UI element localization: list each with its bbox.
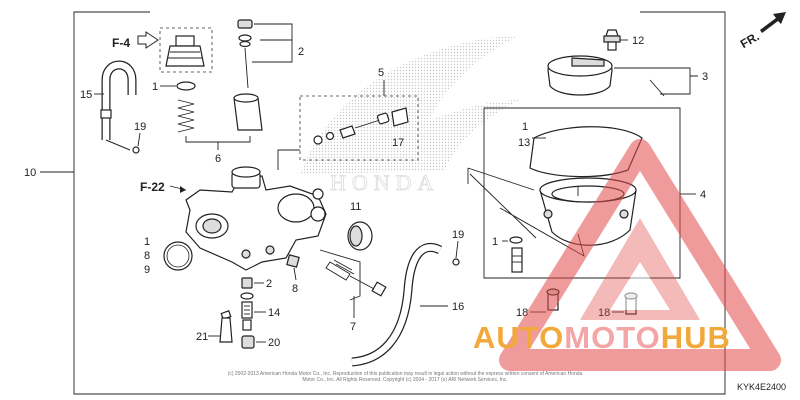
callout-18-right: 18	[598, 307, 610, 319]
o-ring-part	[163, 241, 193, 271]
callout-13: 13	[518, 137, 530, 149]
callout-10: 10	[24, 167, 36, 179]
callout-6: 6	[215, 153, 221, 165]
carburetor-body	[185, 166, 327, 271]
f4-label: F-4	[112, 36, 130, 50]
drain-screw-part	[511, 247, 523, 273]
air-screw-part	[313, 107, 409, 145]
throttle-valve-part	[233, 93, 263, 131]
watermark-text: AUTOMOTOHUB	[473, 322, 731, 353]
callout-21: 21	[196, 331, 208, 343]
callout-16: 16	[452, 301, 464, 313]
screw-part	[603, 29, 621, 51]
honda-wing-logo: HONDA	[300, 35, 520, 195]
callout-1-top: 1	[152, 81, 158, 93]
callout-1-left: 1	[144, 236, 150, 248]
callout-19-left: 19	[134, 121, 146, 133]
hose-clip-part-right	[452, 258, 460, 266]
diagram-code: KYK4E2400	[736, 382, 786, 392]
callout-20: 20	[268, 337, 280, 349]
watermark-part-hub: HUB	[660, 320, 731, 355]
jet-needle-part	[237, 19, 253, 89]
callout-4: 4	[700, 189, 706, 201]
air-screw-group-box	[299, 95, 419, 161]
watermark-part-auto: AUTO	[473, 320, 565, 355]
copyright-notice: (c) 2002-2013 American Honda Motor Co., …	[227, 371, 583, 383]
f22-label: F-22	[140, 180, 165, 194]
watermark-part-moto: MOTO	[564, 320, 661, 355]
main-jet-parts	[219, 277, 255, 349]
watermark-logo	[499, 139, 781, 371]
callout-17: 17	[392, 137, 404, 149]
washer-part	[176, 81, 196, 91]
callout-14: 14	[268, 307, 280, 319]
callout-5: 5	[378, 67, 384, 79]
front-direction-arrow: FR.	[738, 12, 786, 51]
float-chamber-bracket	[483, 107, 681, 279]
drain-hose-part	[351, 243, 443, 367]
callout-1-gasket: 1	[522, 121, 528, 133]
throttle-stop-screw-part	[325, 259, 387, 297]
f22-reference-arrow: F-22	[140, 180, 187, 194]
callout-2-lower: 2	[266, 278, 272, 290]
float-cap-group-box	[159, 27, 213, 73]
callout-7: 7	[350, 321, 356, 333]
f4-reference-arrow: F-4	[112, 31, 159, 50]
drain-cap-part	[347, 221, 373, 251]
fastener-part	[286, 254, 300, 268]
callout-8-left: 8	[144, 250, 150, 262]
callout-1-right: 1	[492, 236, 498, 248]
honda-logo-text: HONDA	[330, 170, 439, 195]
hose-clip-part	[132, 146, 140, 154]
fuel-hose-part	[100, 60, 137, 151]
callout-9-left: 9	[144, 264, 150, 276]
top-cover-part	[547, 55, 665, 97]
fr-label: FR.	[738, 29, 762, 51]
callout-15: 15	[80, 89, 92, 101]
callout-19-right: 19	[452, 229, 464, 241]
washer-part-right	[509, 236, 523, 244]
callout-2-top: 2	[298, 46, 304, 58]
callout-12: 12	[632, 35, 644, 47]
callout-3: 3	[702, 71, 708, 83]
top-cap-part	[165, 35, 205, 67]
spring-part	[177, 99, 195, 133]
callout-11: 11	[350, 201, 361, 213]
callout-8: 8	[292, 283, 298, 295]
